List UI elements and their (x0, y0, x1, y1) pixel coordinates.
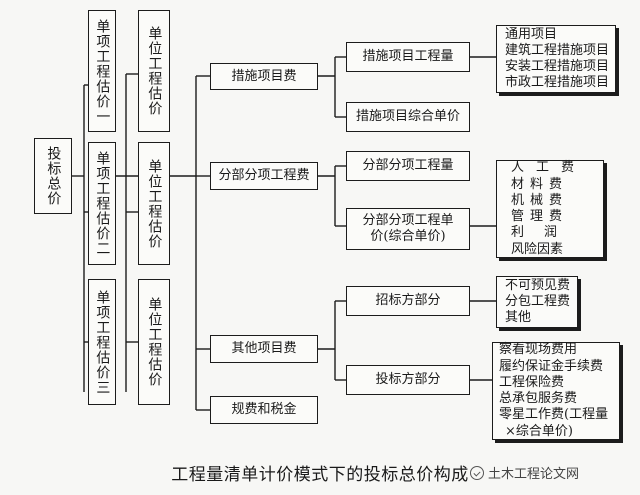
list-item: 建筑工程措施项目 (505, 42, 610, 58)
divisional-unit-price-line-1: 分部分项工程单 (362, 212, 454, 228)
divisional-unit-price-box: 分部分项工程单 价(综合单价) (346, 208, 470, 250)
watermark-text: 土木工程论文网 (488, 467, 580, 482)
divisional-quantity-box: 分部分项工程量 (346, 151, 470, 181)
single-project-estimate-3: 单项工程估价三 (88, 279, 116, 405)
figure-caption: 工程量清单计价模式下的投标总价构成 (171, 465, 469, 485)
total-bid-price-box: 投标总价 (34, 138, 72, 214)
list-item: 风险因素 (511, 241, 564, 257)
list-item: 材料费 (511, 176, 569, 192)
divisional-unit-price-line-2: 价(综合单价) (370, 229, 446, 244)
list-item: 管理费 (511, 209, 569, 224)
cost-components-list: 人工费 材料费 机械费 管理费 利润 风险因素 (496, 160, 604, 258)
list-item: 零星工作费(工程量 (499, 407, 609, 423)
tenderer-part-box: 招标方部分 (346, 286, 470, 316)
unit-project-estimate-1: 单位工程估价 (138, 10, 170, 132)
list-item: 人工费 (511, 160, 587, 176)
measures-quantity-box: 措施项目工程量 (346, 42, 470, 72)
fees-and-taxes-box: 规费和税金 (210, 396, 318, 424)
list-item: 工程保险费 (499, 374, 565, 390)
list-item: 安装工程措施项目 (505, 59, 610, 74)
bidder-part-box: 投标方部分 (346, 365, 470, 395)
list-item: 不可预见费 (505, 277, 571, 293)
single-project-estimate-1: 单项工程估价一 (88, 10, 116, 132)
list-item: 履约保证金手续费 (499, 358, 604, 374)
list-item: 其他 (505, 310, 532, 326)
bidder-items-list: 察看现场费用 履约保证金手续费 工程保险费 总承包服务费 零星工作费(工程量 ×… (492, 342, 620, 440)
list-item: 察看现场费用 (499, 342, 578, 358)
measures-fee-box: 措施项目费 (210, 63, 318, 90)
list-item: 总承包服务费 (499, 391, 578, 406)
list-item: ×综合单价) (505, 423, 573, 439)
watermark: 土木工程论文网 (470, 463, 579, 482)
single-project-estimate-2: 单项工程估价二 (88, 142, 116, 265)
measures-unit-price-box: 措施项目综合单价 (346, 102, 470, 132)
wechat-check-icon (470, 465, 484, 480)
unit-project-estimate-3: 单位工程估价 (138, 279, 170, 405)
other-items-fee-box: 其他项目费 (210, 335, 318, 363)
list-item: 分包工程费 (505, 293, 571, 309)
list-item: 通用项目 (505, 26, 558, 42)
list-item: 机械费 (511, 192, 569, 208)
divisional-works-fee-box: 分部分项工程费 (210, 162, 318, 190)
list-item: 市政工程措施项目 (505, 75, 610, 91)
list-item: 利润 (511, 225, 578, 241)
measures-items-list: 通用项目 建筑工程措施项目 安装工程措施项目 市政工程措施项目 (496, 25, 616, 93)
tenderer-items-list: 不可预见费 分包工程费 其他 (496, 276, 578, 328)
unit-project-estimate-2: 单位工程估价 (138, 142, 170, 265)
